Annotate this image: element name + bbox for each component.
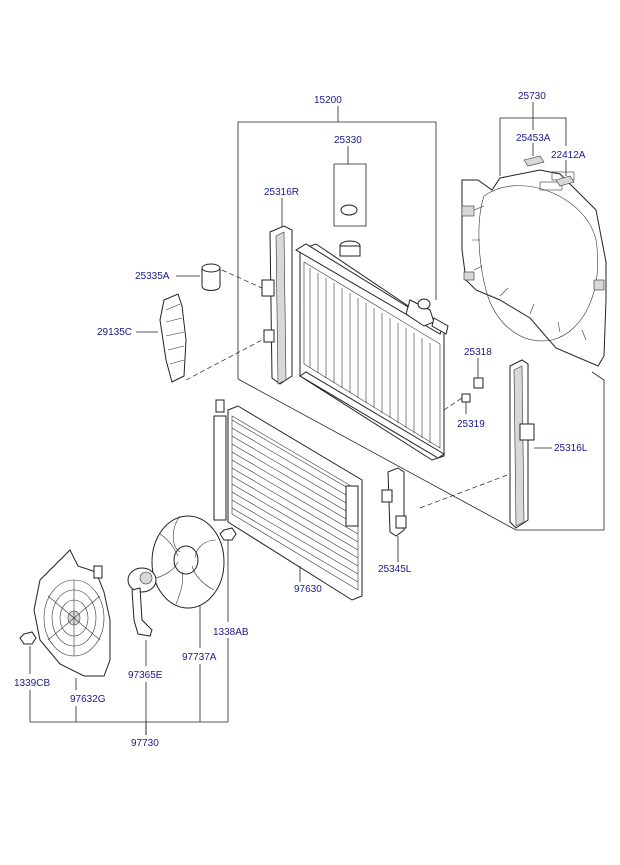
label-97365E: 97365E xyxy=(128,670,163,681)
label-97730: 97730 xyxy=(131,738,159,749)
label-25319: 25319 xyxy=(457,419,485,430)
bracket-15200 xyxy=(237,106,605,531)
bracket-left-side xyxy=(419,359,552,529)
label-25453A: 25453A xyxy=(516,133,551,144)
bolt-25318 xyxy=(473,358,484,389)
label-25318: 25318 xyxy=(464,347,492,358)
bracket-right-side xyxy=(261,198,293,385)
label-25730: 25730 xyxy=(518,91,546,102)
label-15200: 15200 xyxy=(314,95,342,106)
label-1339CB: 1339CB xyxy=(14,678,50,689)
bracket-25730 xyxy=(499,102,567,176)
label-97632G: 97632G xyxy=(70,694,106,705)
fan-motor xyxy=(127,567,157,735)
bolt-25319 xyxy=(443,393,471,414)
label-pads xyxy=(523,143,575,187)
label-25316L: 25316L xyxy=(554,443,588,454)
label-25330: 25330 xyxy=(334,135,362,146)
rubber-mount xyxy=(176,263,263,291)
label-25316R: 25316R xyxy=(264,187,299,198)
fan-motor-shroud xyxy=(33,549,111,722)
label-97630: 97630 xyxy=(294,584,322,595)
fan-shroud xyxy=(461,169,607,367)
condenser xyxy=(213,399,363,601)
label-22412A: 22412A xyxy=(551,150,586,161)
nut-1338AB xyxy=(219,527,237,722)
label-29135C: 29135C xyxy=(97,327,132,338)
bracket-97730 xyxy=(30,721,228,735)
fan-blade xyxy=(151,515,225,722)
bracket-25345L xyxy=(381,467,407,562)
label-97737A: 97737A xyxy=(182,652,217,663)
label-1338AB: 1338AB xyxy=(213,627,249,638)
label-25335A: 25335A xyxy=(135,271,170,282)
label-25345L: 25345L xyxy=(378,564,412,575)
nut-1339CB xyxy=(19,631,37,722)
air-guard xyxy=(136,293,263,383)
radiator xyxy=(295,240,449,461)
radiator-cap xyxy=(333,146,367,227)
